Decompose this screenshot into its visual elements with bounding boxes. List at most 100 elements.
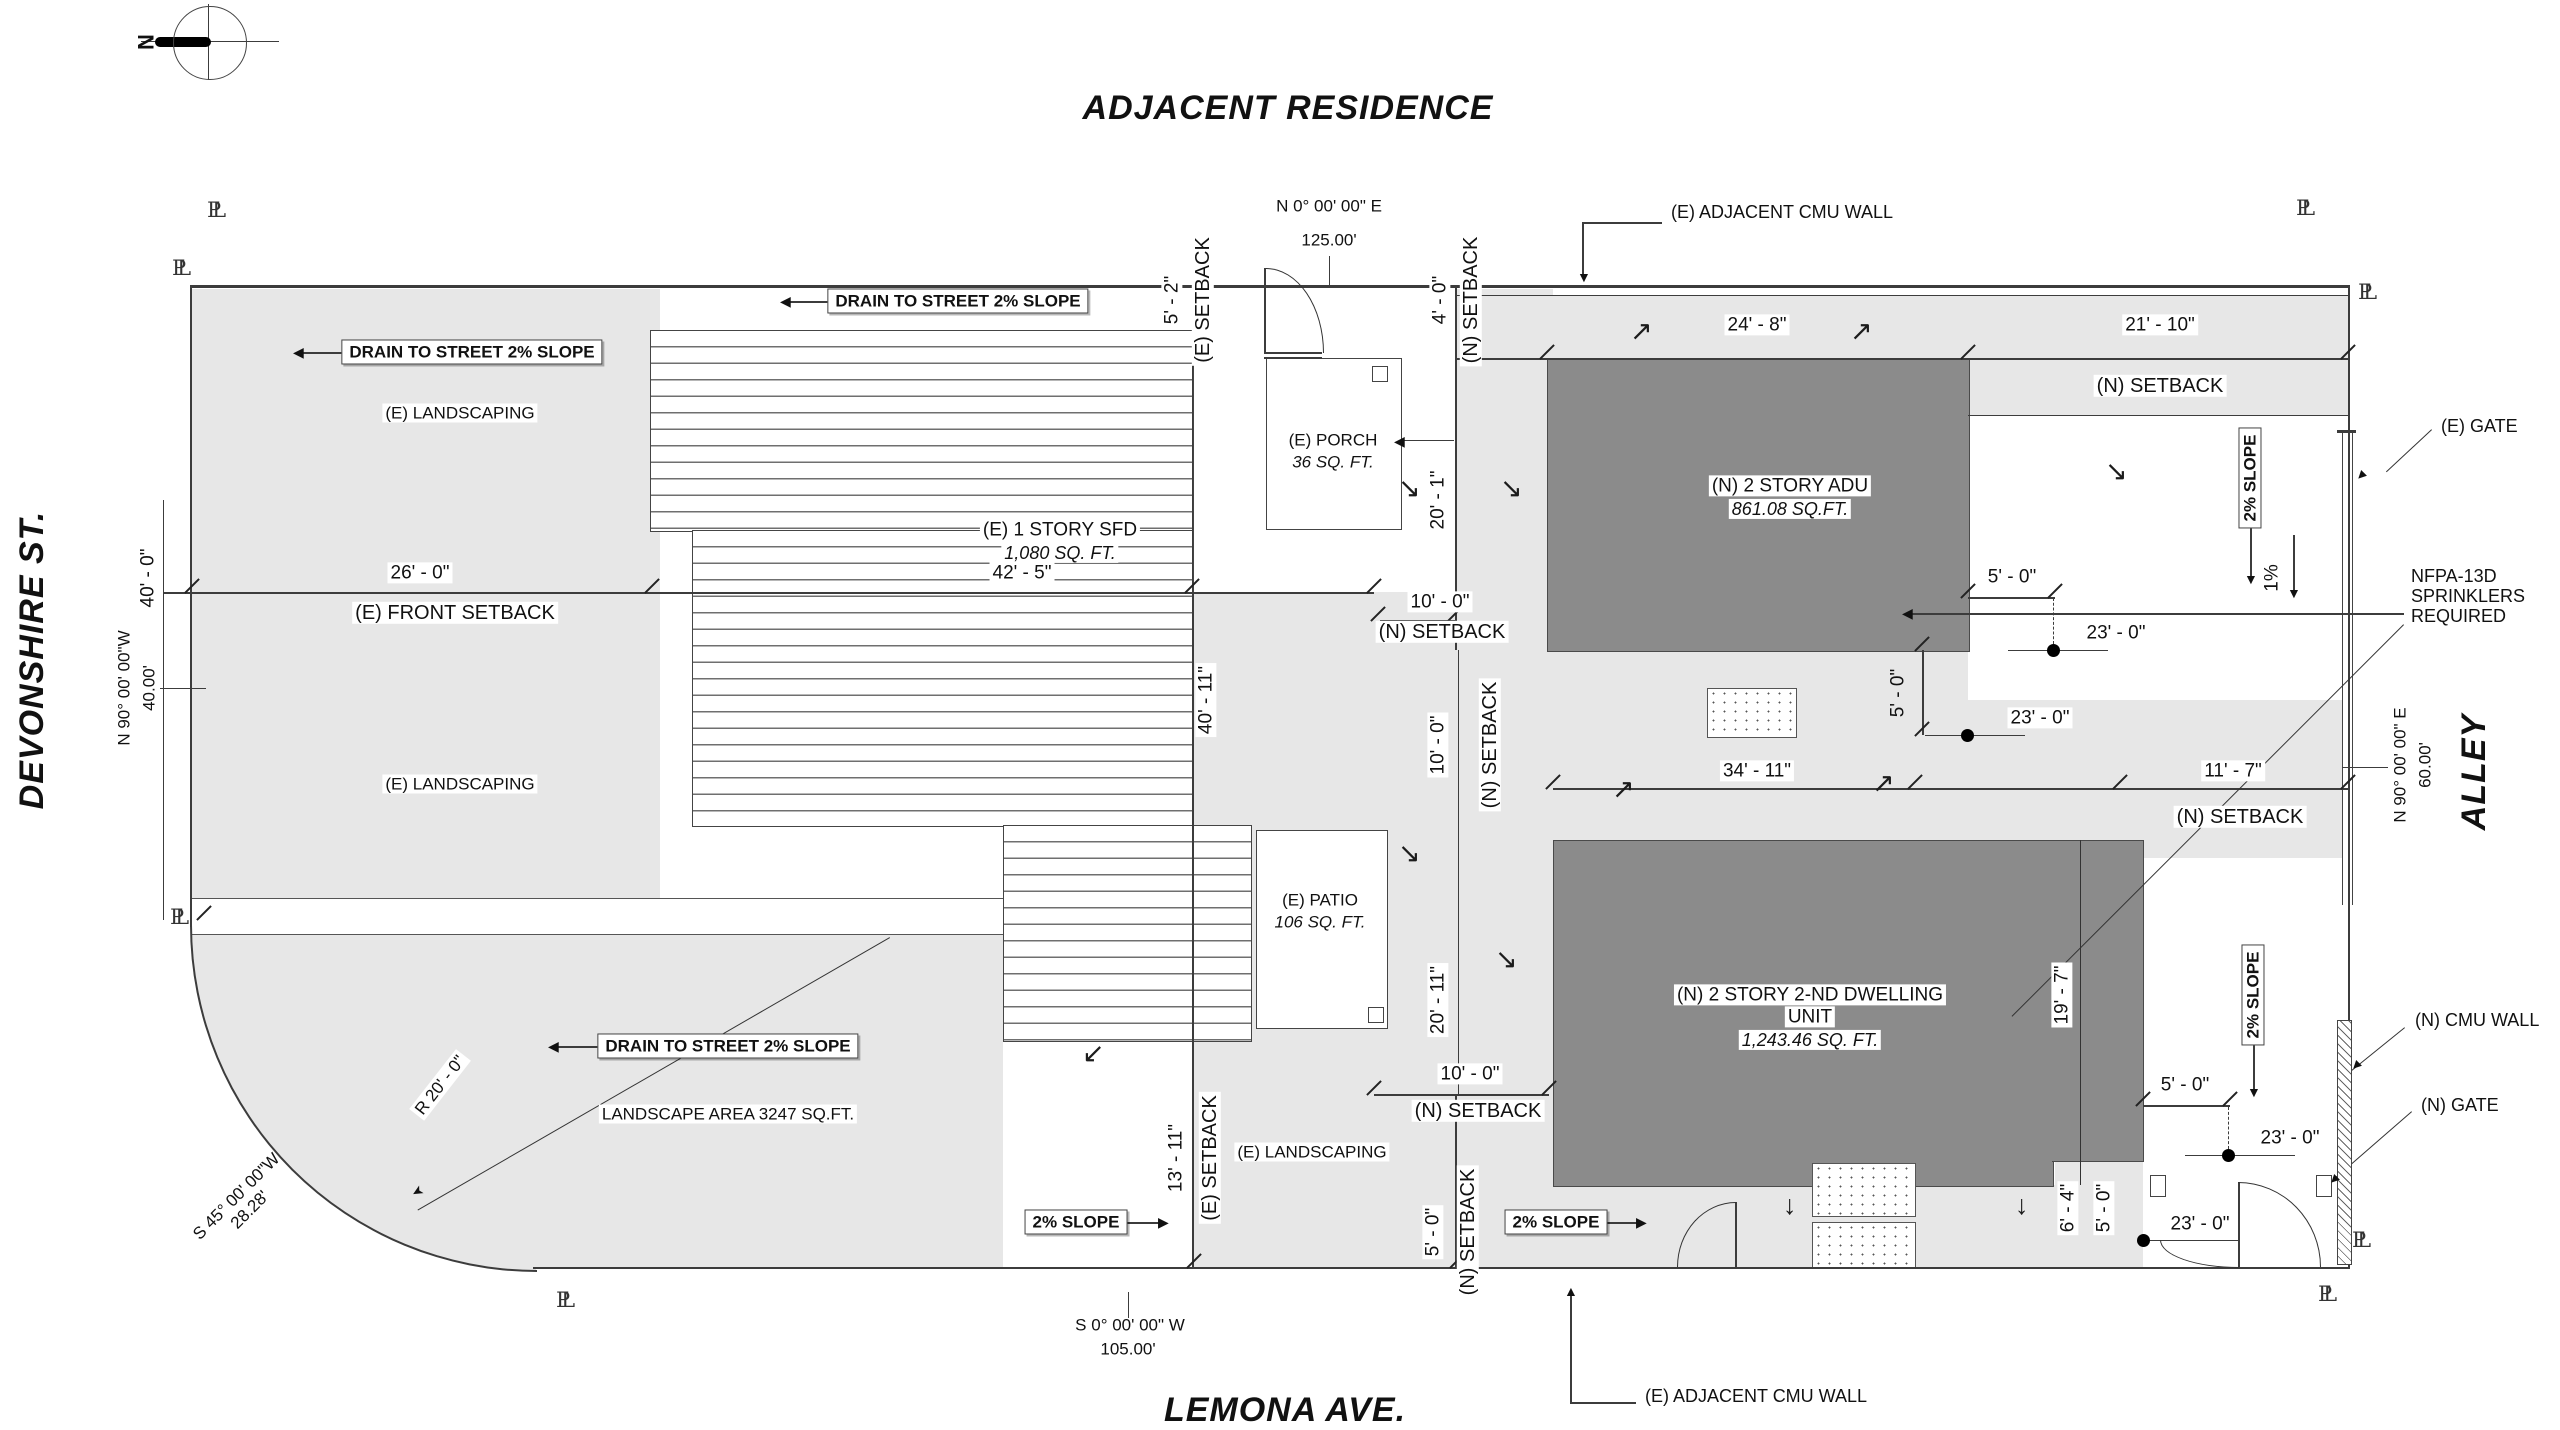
slope-note-bl: 2% SLOPE [1024, 1209, 1128, 1235]
dim-5-0-br: 5' - 0" [2160, 1074, 2210, 1096]
south-yard-strip [1553, 1185, 2055, 1268]
pl-symbol: PL [2358, 280, 2377, 304]
concrete-pad-2 [1812, 1163, 1916, 1217]
br-5ft-dim-line [2143, 1105, 2230, 1107]
slope-r1-arrow: ▼ [2244, 571, 2258, 587]
rear-setback-band-1 [1455, 295, 2350, 358]
slope-r2-tail [2253, 1045, 2255, 1089]
dim-20-11: 20' - 11" [1427, 962, 1449, 1038]
east-bearing: N 90° 00' 00" E [2390, 707, 2410, 823]
slope-r1-tail [2250, 528, 2252, 576]
dim-4-0: 4' - 0" [1429, 272, 1451, 328]
sfd-house-mid [692, 530, 1194, 827]
new-cmu-wall-hatched [2337, 1020, 2352, 1265]
porch-leader [1402, 440, 1454, 441]
dim-5-0-bottom: 5' - 0" [1422, 1204, 1444, 1260]
concrete-pad-3 [1812, 1222, 1916, 1268]
slope-arrow-bm: ▶ [1636, 1214, 1647, 1230]
dim-24-8: 24' - 8" [1724, 314, 1790, 336]
slope-note-r1: 2% SLOPE [2238, 427, 2262, 529]
slope-r2-arrow: ▼ [2247, 1084, 2261, 1100]
drain-note-1: DRAIN TO STREET 2% SLOPE [341, 339, 603, 365]
patio [1256, 830, 1388, 1029]
dim-40-11: 40' - 11" [1195, 662, 1217, 738]
dim-23-0-d: 23' - 0" [2170, 1213, 2230, 1235]
corridor-center-line [1458, 650, 1459, 1094]
sfd-house-lower [1003, 825, 1252, 1042]
mid-band-dim-line [1553, 788, 2348, 790]
pl-symbol: PL [2318, 1282, 2337, 1306]
e-landscaping-lower: (E) LANDSCAPING [382, 774, 538, 794]
n-setback-line-top [1455, 287, 1457, 650]
porch-post [1372, 366, 1388, 382]
dwelling-dim-line [2080, 840, 2081, 1185]
second-dwelling-name2: UNIT [1784, 1006, 1836, 1028]
dim-19-7: 19' - 7" [2051, 962, 2073, 1028]
slope-arrow-bl: ▶ [1158, 1214, 1169, 1230]
dim-23-0-b: 23' - 0" [2007, 707, 2073, 729]
landscape-area-label: LANDSCAPE AREA 3247 SQ.FT. [598, 1104, 858, 1124]
band2-bottom-line [1968, 415, 2350, 416]
east-house-line [1192, 592, 1194, 1268]
drain-tail-1 [303, 352, 353, 354]
porch-leader-arrow: ◀ [1394, 433, 1405, 449]
west-property-line [190, 287, 192, 927]
ref-dot-4 [2137, 1234, 2150, 1247]
south-bearing-tick [1128, 1292, 1129, 1318]
front-setback-label: (E) FRONT SETBACK [352, 601, 558, 625]
n-setback-corridor: (N) SETBACK [1478, 678, 1502, 812]
e-setback-line-top [1192, 287, 1193, 592]
band1-bottom-line [1455, 358, 2350, 360]
south-property-line [533, 1267, 2350, 1269]
slope-tail-bl [1120, 1222, 1162, 1224]
band1-top-line [1455, 295, 2350, 296]
west-40-dim: 40' - 0" [137, 548, 159, 608]
bottom-10-dim-line [1374, 1094, 1549, 1096]
bottom-5-line [1455, 1094, 1457, 1268]
patio-post [1368, 1007, 1384, 1023]
south-bearing: S 0° 00' 00" W [1075, 1315, 1185, 1335]
slope-note-r2: 2% SLOPE [2241, 944, 2265, 1046]
dim-10-0-corridor: 10' - 0" [1427, 712, 1449, 778]
dim-26-0: 26' - 0" [387, 562, 453, 584]
drain-note-3: DRAIN TO STREET 2% SLOPE [597, 1033, 859, 1059]
alley-title: ALLEY [2454, 713, 2493, 831]
west-bearing-length: 40.00' [139, 665, 159, 711]
second-dwelling-area: 1,243.46 SQ. FT. [1738, 1029, 1882, 1051]
adu-area: 861.08 SQ.FT. [1728, 498, 1852, 520]
drain-arrow-1: ◀ [293, 344, 304, 360]
e-setback-bottom: (E) SETBACK [1198, 1092, 1222, 1224]
ref-dot-2 [1961, 729, 1974, 742]
sfd-name: (E) 1 STORY SFD [979, 519, 1141, 541]
e-landscaping-bottom: (E) LANDSCAPING [1234, 1142, 1390, 1162]
porch-area: 36 SQ. FT. [1292, 452, 1374, 472]
n-setback-top: (N) SETBACK [1459, 233, 1483, 367]
pl-symbol: PL [207, 198, 226, 222]
north-bearing-length: 125.00' [1301, 230, 1357, 250]
slope-1pct-arrow: ▼ [2287, 585, 2301, 601]
front-setback-line [163, 592, 1374, 594]
adu-5ft-vert-line [1922, 650, 1924, 735]
west-dim-extension [160, 688, 206, 689]
ref-cross-2 [1925, 735, 2025, 736]
pl-symbol: PL [2352, 1228, 2371, 1252]
adjacent-residence-title: ADJACENT RESIDENCE [1082, 88, 1494, 127]
ref-dot-3 [2222, 1149, 2235, 1162]
dim-20-1: 20' - 1" [1427, 467, 1449, 533]
lemona-ave-title: LEMONA AVE. [1163, 1390, 1407, 1429]
dim-21-10: 21' - 10" [2122, 314, 2198, 336]
n-setback-midband: (N) SETBACK [2173, 805, 2307, 829]
pl-symbol: PL [172, 256, 191, 280]
north-bearing: N 0° 00' 00" E [1276, 196, 1382, 216]
slope-1pct-tail [2293, 535, 2295, 590]
drain-arrow-2: ◀ [780, 293, 791, 309]
concrete-pad-1 [1707, 688, 1797, 738]
west-dim-line [163, 500, 164, 920]
adu-5ft-dim-line [1968, 597, 2055, 599]
second-dwelling-name1: (N) 2 STORY 2-ND DWELLING [1673, 984, 1947, 1006]
landscaping-mid-left [192, 592, 660, 898]
devonshire-st-title: DEVONSHIRE ST. [12, 510, 51, 810]
sfd-house-upper [650, 330, 1194, 532]
dim-witness-2 [2228, 1107, 2229, 1149]
porch [1266, 358, 1402, 530]
